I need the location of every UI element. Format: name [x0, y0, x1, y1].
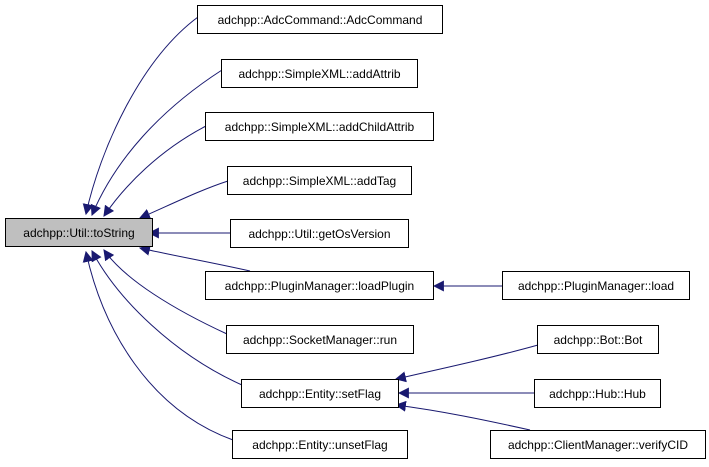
node-label: adchpp::Hub::Hub [549, 387, 646, 401]
node-verifycid[interactable]: adchpp::ClientManager::verifyCID [490, 430, 706, 459]
node-label: adchpp::ClientManager::verifyCID [508, 438, 688, 452]
edge-addattrib-to-tostring [90, 69, 223, 217]
edge-setflag-to-tostring [91, 250, 243, 386]
edge-unsetflag-to-tostring [82, 250, 234, 441]
node-box[interactable] [227, 166, 412, 195]
node-hub[interactable]: adchpp::Hub::Hub [534, 379, 661, 408]
edge-addchildattrib-to-tostring [103, 125, 207, 217]
node-loadplugin[interactable]: adchpp::PluginManager::loadPlugin [205, 271, 434, 300]
node-socketrun[interactable]: adchpp::SocketManager::run [226, 325, 414, 354]
node-box[interactable] [490, 430, 706, 459]
node-adccommand[interactable]: adchpp::AdcCommand::AdcCommand [197, 5, 443, 34]
node-addattrib[interactable]: adchpp::SimpleXML::addAttrib [221, 59, 418, 88]
node-box[interactable] [205, 271, 434, 300]
node-pmload[interactable]: adchpp::PluginManager::load [502, 271, 690, 300]
edge-bot-to-setflag [394, 344, 539, 383]
node-label: adchpp::SimpleXML::addAttrib [238, 67, 400, 81]
edge-adccommand-to-tostring [82, 16, 199, 216]
node-box[interactable] [502, 271, 690, 300]
node-box[interactable] [534, 379, 661, 408]
node-label: adchpp::AdcCommand::AdcCommand [218, 13, 423, 27]
node-box[interactable] [221, 59, 418, 88]
node-label: adchpp::Util::toString [23, 226, 134, 240]
node-addchildattrib[interactable]: adchpp::SimpleXML::addChildAttrib [205, 112, 434, 141]
node-getosversion[interactable]: adchpp::Util::getOsVersion [230, 219, 409, 248]
node-box[interactable] [232, 430, 408, 459]
node-label: adchpp::Entity::setFlag [259, 387, 381, 401]
edge-verifycid-to-setflag [394, 400, 531, 431]
node-setflag[interactable]: adchpp::Entity::setFlag [241, 379, 399, 408]
nodes-layer: adchpp::Util::toString adchpp::AdcCommand… [5, 5, 706, 459]
node-box[interactable] [241, 379, 399, 408]
edges-layer [82, 16, 539, 441]
node-bot[interactable]: adchpp::Bot::Bot [537, 325, 659, 354]
node-label: adchpp::SocketManager::run [243, 333, 397, 347]
node-label: adchpp::SimpleXML::addChildAttrib [225, 120, 415, 134]
node-box[interactable] [226, 325, 414, 354]
node-box[interactable] [205, 112, 434, 141]
node-box[interactable] [537, 325, 659, 354]
node-tostring[interactable]: adchpp::Util::toString [5, 218, 153, 247]
node-label: adchpp::SimpleXML::addTag [243, 174, 396, 188]
node-box[interactable] [197, 5, 443, 34]
node-addtag[interactable]: adchpp::SimpleXML::addTag [227, 166, 412, 195]
edge-addtag-to-tostring [138, 180, 229, 220]
node-box[interactable] [5, 218, 153, 247]
node-label: adchpp::Entity::unsetFlag [252, 438, 387, 452]
node-label: adchpp::Bot::Bot [554, 333, 643, 347]
edge-loadplugin-to-tostring [138, 244, 251, 272]
node-unsetflag[interactable]: adchpp::Entity::unsetFlag [232, 430, 408, 459]
node-label: adchpp::PluginManager::load [518, 279, 674, 293]
node-label: adchpp::PluginManager::loadPlugin [225, 279, 414, 293]
edge-socketrun-to-tostring [103, 249, 228, 335]
node-label: adchpp::Util::getOsVersion [248, 227, 390, 241]
node-box[interactable] [230, 219, 409, 248]
